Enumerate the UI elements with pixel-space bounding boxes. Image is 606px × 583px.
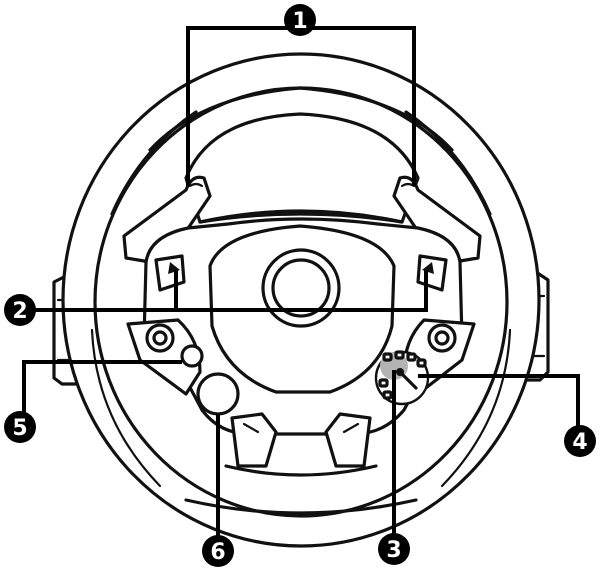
callout-2-label: 2 (12, 299, 27, 324)
bottom-spoke (184, 412, 418, 515)
left-d-button[interactable] (145, 323, 175, 353)
callout-5-label: 5 (12, 416, 27, 441)
upper-right-button[interactable] (416, 254, 448, 292)
callout-3-label: 3 (386, 538, 401, 563)
callout-4: 4 (564, 425, 596, 457)
wheel-hub-upper (184, 112, 420, 224)
large-round-button[interactable] (196, 372, 240, 416)
callout-6: 6 (202, 535, 234, 567)
mode-button[interactable] (180, 344, 204, 368)
upper-left-button[interactable] (154, 254, 186, 292)
callout-5: 5 (4, 411, 36, 443)
callout-4-label: 4 (572, 430, 587, 455)
right-d-button[interactable] (427, 323, 457, 353)
callout-3: 3 (378, 533, 410, 565)
callout-1: 1 (284, 4, 316, 36)
rotary-selector[interactable] (374, 350, 430, 406)
center-hub-disc (261, 248, 341, 328)
callout-6-label: 6 (210, 540, 225, 565)
callout-2: 2 (4, 294, 36, 326)
callout-1-label: 1 (292, 9, 307, 34)
